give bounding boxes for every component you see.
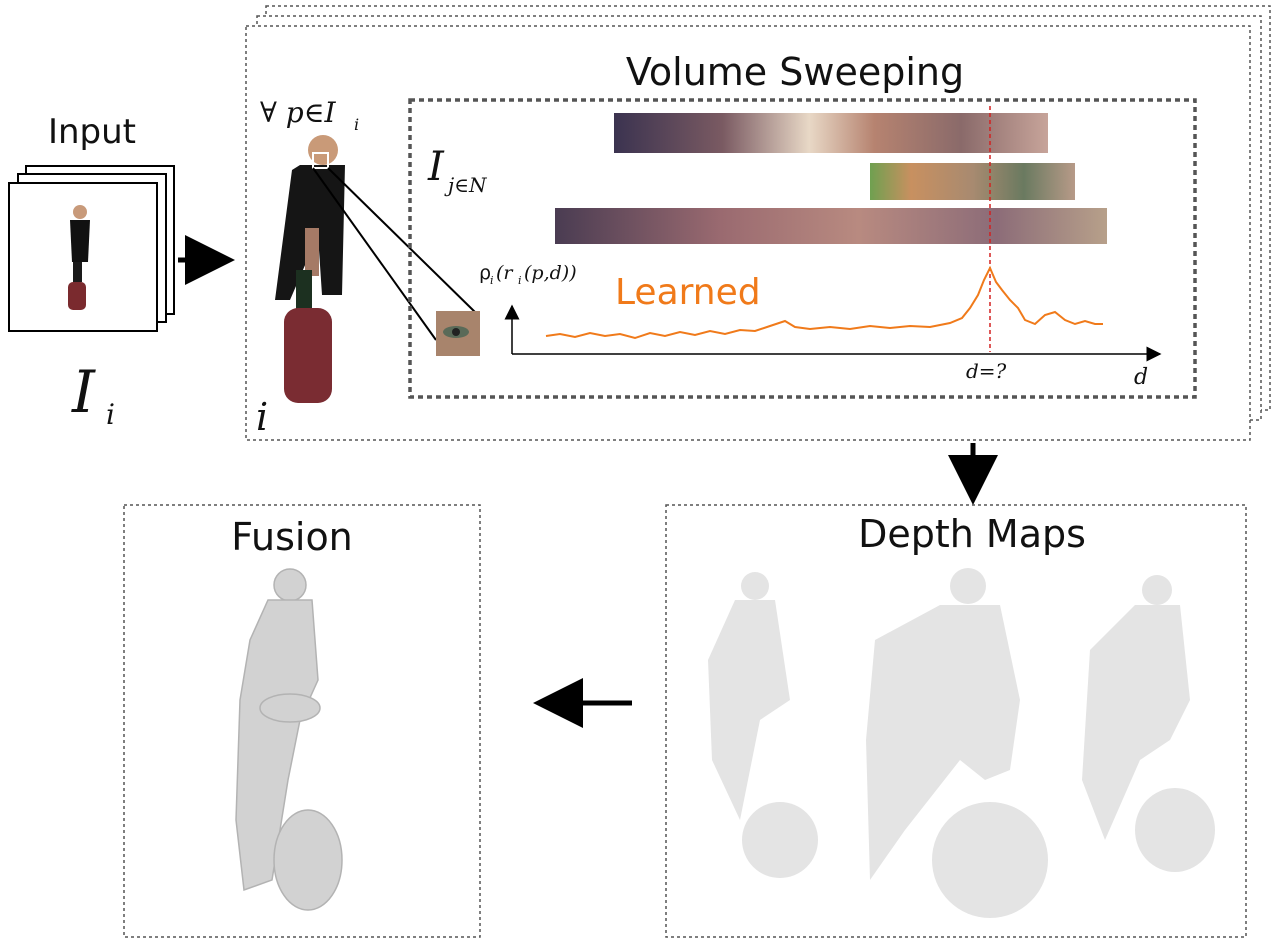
- depth-map-2: [866, 568, 1048, 918]
- zoomed-eye-patch: [436, 311, 480, 356]
- rho-args-tail: (p,d)): [524, 262, 577, 284]
- zoom-line-lower: [312, 167, 437, 341]
- depth-map-1: [708, 572, 818, 878]
- learned-curve-label: Learned: [615, 272, 761, 313]
- learned-curve: [545, 265, 1103, 340]
- input-subscript: i: [106, 398, 115, 431]
- forall-subscript: i: [354, 115, 359, 134]
- rho-args: (r: [496, 262, 514, 284]
- view-index-label: i: [256, 395, 268, 439]
- neighbor-strip-2: [870, 163, 1075, 200]
- depth-maps-title: Depth Maps: [858, 512, 1086, 556]
- pixel-p-selector: [312, 152, 329, 169]
- neighbor-strip-1: [614, 113, 1048, 153]
- depth-map-3: [1082, 575, 1215, 872]
- d-axis-label: d: [1134, 365, 1148, 390]
- input-person-thumbnail: [68, 205, 90, 310]
- input-symbol: I: [71, 358, 96, 426]
- reference-view-person: [275, 135, 345, 403]
- volume-sweeping-title: Volume Sweeping: [626, 50, 964, 94]
- rho-subscript: i: [490, 274, 494, 287]
- rho-label: ρ: [479, 262, 491, 284]
- d-question-label: d=?: [966, 359, 1007, 383]
- input-title: Input: [48, 112, 136, 152]
- fused-mesh: [235, 568, 343, 911]
- fusion-title: Fusion: [231, 515, 353, 559]
- forall-label: ∀ p∈I: [260, 96, 336, 129]
- rho-args-subscript: i: [518, 274, 522, 287]
- neighbors-symbol: I: [427, 144, 445, 190]
- neighbors-subscript: j∈N: [444, 173, 488, 197]
- zoom-line-upper: [327, 167, 478, 315]
- neighbor-strip-3: [555, 208, 1107, 244]
- input-image-stack: [8, 165, 175, 332]
